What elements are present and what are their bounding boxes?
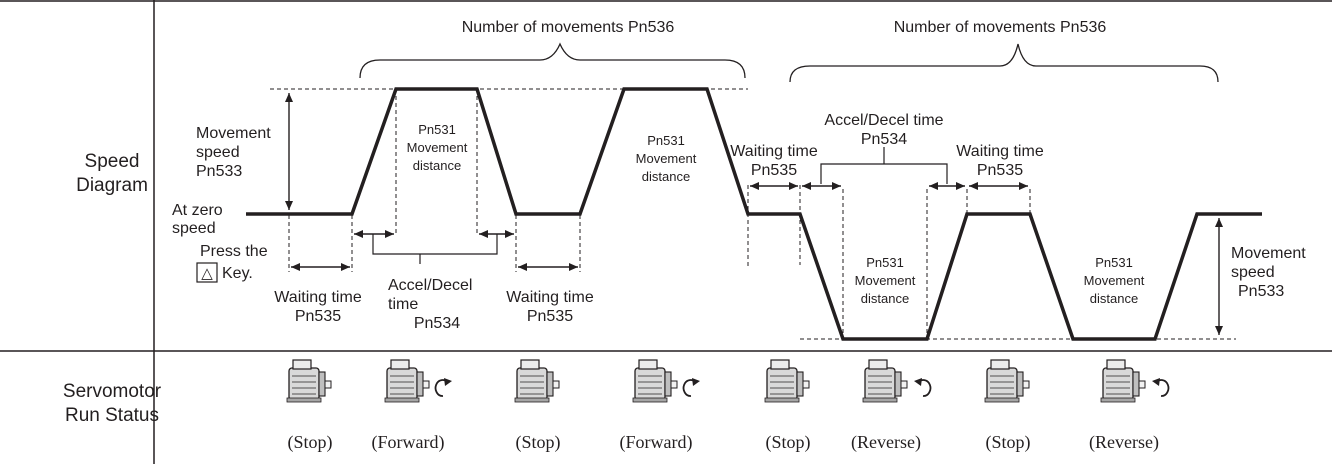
movement-speed-label-1b: speed xyxy=(196,144,240,161)
servomotor-icon xyxy=(384,359,430,403)
at-zero-speed-label-a: At zero xyxy=(172,202,223,219)
accel-decel-pn534-2: Pn534 xyxy=(861,131,907,148)
servomotor-icon xyxy=(1100,359,1146,403)
rotation-arrowhead-icon xyxy=(914,378,922,386)
row-label-diagram: Diagram xyxy=(76,175,148,196)
servomotor-status-3: (Stop) xyxy=(514,359,561,453)
movement-speed-label-2a: Movement xyxy=(1231,245,1306,262)
run-status-row: (Stop) (Forward) (Stop) (Forward) (Stop) (Rev… xyxy=(286,359,1170,453)
movement-distance-1-a: Movement xyxy=(407,140,468,155)
waiting-time-label-3: Waiting time xyxy=(730,143,818,160)
row-label-servomotor: Servomotor xyxy=(63,381,162,402)
servomotor-status-8: (Reverse) xyxy=(1089,359,1170,453)
time-arrows xyxy=(291,182,1028,271)
servomotor-icon xyxy=(984,359,1030,403)
servomotor-status-4: (Forward) xyxy=(620,359,700,453)
waiting-time-label-2: Waiting time xyxy=(506,289,594,306)
servomotor-icon xyxy=(764,359,810,403)
key-label: Key. xyxy=(222,265,253,282)
run-status-label: (Reverse) xyxy=(851,432,921,453)
brace-left xyxy=(359,42,746,79)
servomotor-status-2: (Forward) xyxy=(372,359,452,453)
rotation-arrowhead-icon xyxy=(692,378,700,386)
movement-speed-label-2b: speed xyxy=(1231,264,1275,281)
movement-distance-4-a: Movement xyxy=(1084,273,1145,288)
run-status-label: (Stop) xyxy=(986,432,1031,453)
waiting-time-label-1: Waiting time xyxy=(274,289,362,306)
number-of-movements-label-2: Number of movements Pn536 xyxy=(894,19,1107,36)
up-key-symbol: △ xyxy=(201,265,213,282)
rotation-arrowhead-icon xyxy=(1152,378,1160,386)
movement-distance-3-a: Movement xyxy=(855,273,916,288)
movement-distance-2-pn: Pn531 xyxy=(647,133,685,148)
waiting-time-pn535-4: Pn535 xyxy=(977,162,1023,179)
accel-decel-pn534-1: Pn534 xyxy=(414,315,460,332)
servomotor-icon xyxy=(514,359,560,403)
brace-right xyxy=(789,43,1219,83)
waiting-time-pn535-2: Pn535 xyxy=(527,308,573,325)
row-label-run-status: Run Status xyxy=(65,405,159,426)
speed-profile-line xyxy=(246,87,1262,341)
run-status-label: (Stop) xyxy=(516,432,561,453)
rotation-arrowhead-icon xyxy=(444,378,452,386)
servomotor-icon xyxy=(286,359,332,403)
servomotor-icon xyxy=(632,359,678,403)
up-key-icon xyxy=(196,262,218,283)
run-status-label: (Forward) xyxy=(620,432,693,453)
run-status-label: (Stop) xyxy=(766,432,811,453)
servomotor-status-1: (Stop) xyxy=(286,359,333,453)
accel-decel-brackets xyxy=(372,147,948,264)
servomotor-icon xyxy=(862,359,908,403)
movement-distance-2-a: Movement xyxy=(636,151,697,166)
movement-speed-label-1c: Pn533 xyxy=(196,163,242,180)
movement-distance-1-pn: Pn531 xyxy=(418,122,456,137)
movement-distance-1-b: distance xyxy=(413,158,461,173)
accel-decel-label-1b: time xyxy=(388,296,418,313)
press-the-label: Press the xyxy=(200,243,268,260)
run-status-label: (Reverse) xyxy=(1089,432,1159,453)
servomotor-status-5: (Stop) xyxy=(764,359,811,453)
run-status-label: (Stop) xyxy=(288,432,333,453)
servomotor-status-6: (Reverse) xyxy=(851,359,932,453)
accel-decel-label-1a: Accel/Decel xyxy=(388,277,472,294)
at-zero-speed-label-b: speed xyxy=(172,220,216,237)
movement-distance-2-b: distance xyxy=(642,169,690,184)
waiting-time-pn535-1: Pn535 xyxy=(295,308,341,325)
waiting-time-pn535-3: Pn535 xyxy=(751,162,797,179)
row-label-speed: Speed xyxy=(85,151,140,172)
movement-distance-3-b: distance xyxy=(861,291,909,306)
number-of-movements-label-1: Number of movements Pn536 xyxy=(462,19,675,36)
movement-distance-4-b: distance xyxy=(1090,291,1138,306)
accel-decel-label-2: Accel/Decel time xyxy=(824,112,943,129)
movement-distance-3-pn: Pn531 xyxy=(866,255,904,270)
waiting-time-label-4: Waiting time xyxy=(956,143,1044,160)
movement-speed-label-1a: Movement xyxy=(196,125,271,142)
run-status-label: (Forward) xyxy=(372,432,445,453)
servomotor-status-7: (Stop) xyxy=(984,359,1031,453)
movement-speed-label-2c: Pn533 xyxy=(1238,283,1284,300)
movement-distance-4-pn: Pn531 xyxy=(1095,255,1133,270)
